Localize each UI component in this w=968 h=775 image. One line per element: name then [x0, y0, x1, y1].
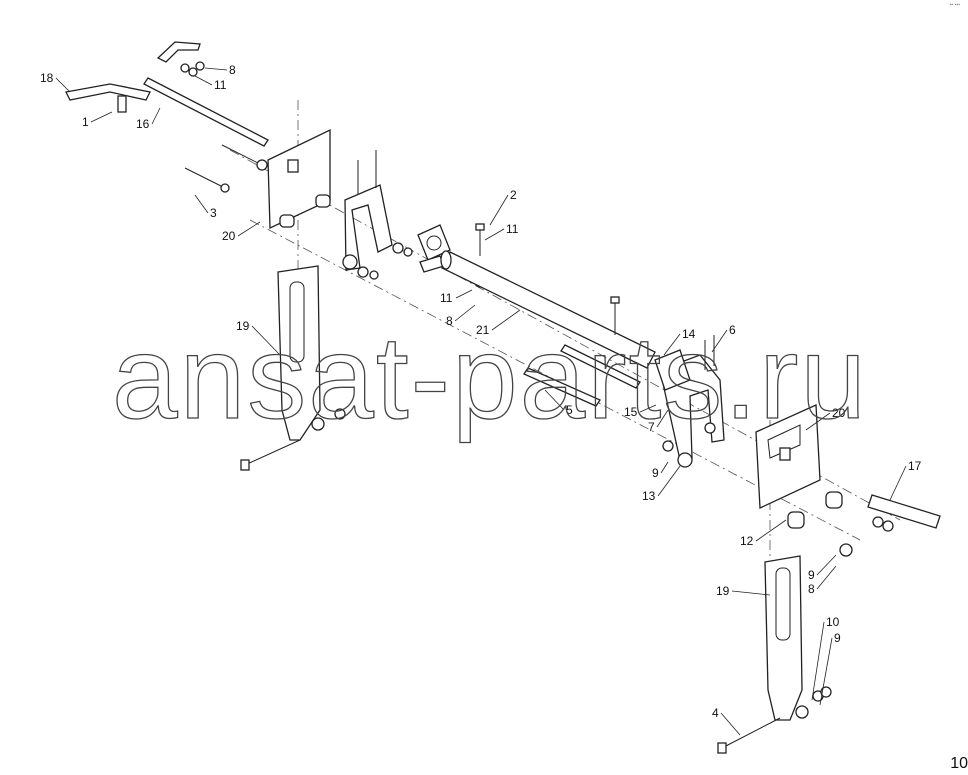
handle-18	[65, 83, 151, 101]
callout-label-7: 7	[648, 420, 655, 434]
callout-label-6: 6	[729, 323, 736, 337]
arm-right-19	[717, 555, 832, 754]
callout-label-11: 11	[506, 222, 519, 236]
callout-leader-line	[720, 712, 741, 736]
callout-leader-line	[657, 465, 681, 497]
callout-leader-line	[237, 221, 261, 237]
bracket-right	[610, 296, 725, 468]
callout-label-8: 8	[229, 63, 236, 77]
callout-label-15: 15	[624, 405, 638, 419]
callout-label-20: 20	[832, 406, 846, 420]
callout-label-8: 8	[446, 314, 453, 328]
watermark-text: ansat-parts.ru	[112, 312, 868, 444]
callout-leader-line	[660, 461, 669, 474]
callout-leader-line	[90, 111, 113, 123]
callout-label-21: 21	[476, 323, 490, 337]
bolt-5	[523, 344, 641, 407]
callout-leader-line	[711, 329, 728, 353]
callout-leader-line	[656, 409, 669, 428]
callout-leader-line	[489, 194, 509, 226]
callout-leader-line	[204, 67, 228, 71]
callout-leader-line	[194, 75, 213, 86]
callout-leader-line	[544, 389, 565, 411]
callout-leader-line	[819, 637, 833, 706]
callout-label-16: 16	[136, 117, 150, 131]
callout-label-13: 13	[642, 489, 656, 503]
rod-16	[143, 77, 269, 147]
callout-leader-line	[455, 289, 473, 299]
arm-left-19	[240, 265, 346, 471]
callout-label-5: 5	[566, 403, 573, 417]
callout-label-3: 3	[210, 206, 217, 220]
callout-label-2: 2	[510, 188, 517, 202]
callout-leader-line	[663, 333, 681, 356]
nuts-8-11	[180, 61, 205, 77]
callout-label-19: 19	[236, 319, 250, 333]
callout-leader-line	[755, 519, 787, 542]
callout-leader-line	[816, 565, 837, 590]
page-number: 10	[950, 755, 968, 772]
callout-leader-line	[151, 107, 161, 125]
callout-label-17: 17	[908, 459, 922, 473]
callout-label-11: 11	[214, 78, 227, 92]
callout-label-19: 19	[716, 584, 730, 598]
callout-leader-line	[55, 77, 71, 93]
callout-label-9: 9	[834, 631, 841, 645]
callout-leader-line	[484, 228, 505, 241]
callout-label-11: 11	[440, 291, 453, 305]
callout-leader-line	[454, 304, 476, 322]
callout-label-8: 8	[808, 582, 815, 596]
clamp	[392, 224, 451, 273]
spacers-12	[787, 491, 853, 557]
callout-label-14: 14	[682, 327, 696, 341]
corner-mark: ▪▪ ▪▪▪	[949, 2, 960, 8]
callout-leader-line	[805, 412, 831, 431]
callout-leader-line	[194, 194, 209, 214]
callout-label-10: 10	[826, 615, 840, 629]
callout-label-4: 4	[712, 706, 719, 720]
callout-label-12: 12	[740, 534, 754, 548]
handle-17	[867, 494, 941, 532]
callout-label-18: 18	[40, 71, 54, 85]
bolt-1	[117, 95, 127, 113]
callout-leader-line	[639, 404, 657, 413]
callout-label-20: 20	[222, 229, 236, 243]
callout-label-9: 9	[652, 466, 659, 480]
callout-leader-line	[731, 590, 771, 596]
callout-leader-line	[251, 325, 281, 356]
handle-upper	[156, 41, 201, 63]
callout-leader-line	[491, 309, 521, 331]
shaft-21	[440, 250, 656, 369]
callout-label-1: 1	[82, 115, 89, 129]
callout-leader-line	[816, 554, 837, 576]
plate-left-20	[267, 128, 331, 230]
callout-leader-line	[889, 465, 907, 501]
callout-leader-line	[811, 621, 825, 701]
bolts-3	[184, 144, 268, 193]
plate-right-20	[755, 404, 821, 509]
callout-label-9: 9	[808, 568, 815, 582]
bracket-left	[342, 150, 393, 280]
